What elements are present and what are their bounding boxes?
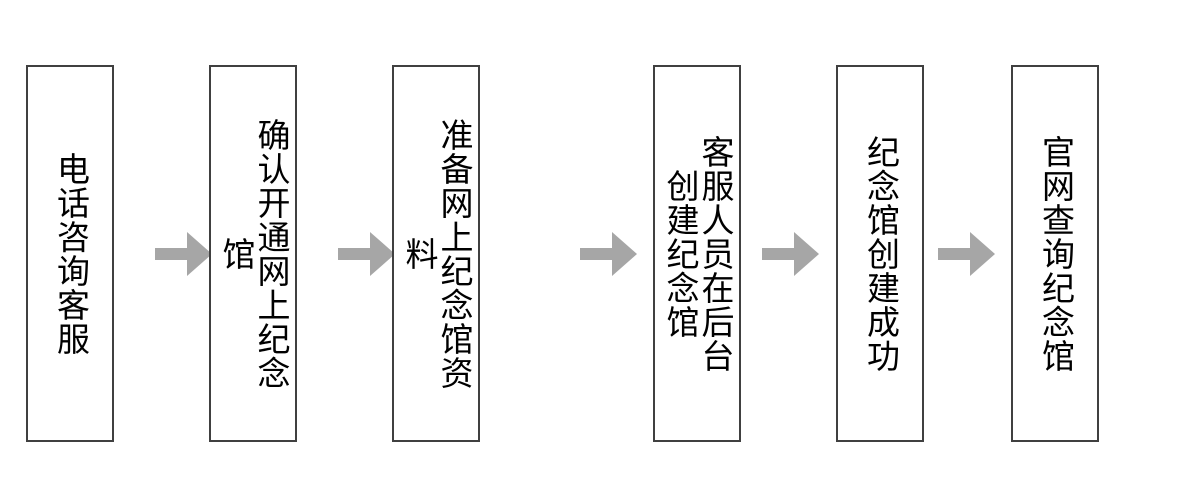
process-step-3: 准备网上纪念馆资料 [392, 65, 480, 442]
process-step-5-label: 纪念馆创建成功 [861, 134, 901, 373]
right-arrow-icon [580, 226, 638, 282]
process-step-1: 电话咨询客服 [26, 65, 114, 442]
right-arrow-icon [155, 226, 213, 282]
right-arrow-icon [762, 226, 820, 282]
process-step-2: 确认开通网上纪念馆 [209, 65, 297, 442]
right-arrow-icon [338, 226, 396, 282]
process-step-6-label: 官网查询纪念馆 [1036, 134, 1076, 373]
process-step-5: 纪念馆创建成功 [836, 65, 924, 442]
right-arrow-icon [938, 226, 996, 282]
process-step-1-label: 电话咨询客服 [51, 151, 91, 356]
process-step-4: 客服人员在后台创建纪念馆 [653, 65, 741, 442]
process-step-4-label: 客服人员在后台创建纪念馆 [661, 134, 735, 373]
process-step-3-label: 准备网上纪念馆资料 [400, 117, 474, 390]
process-step-6: 官网查询纪念馆 [1011, 65, 1099, 442]
process-step-2-label: 确认开通网上纪念馆 [217, 117, 291, 390]
